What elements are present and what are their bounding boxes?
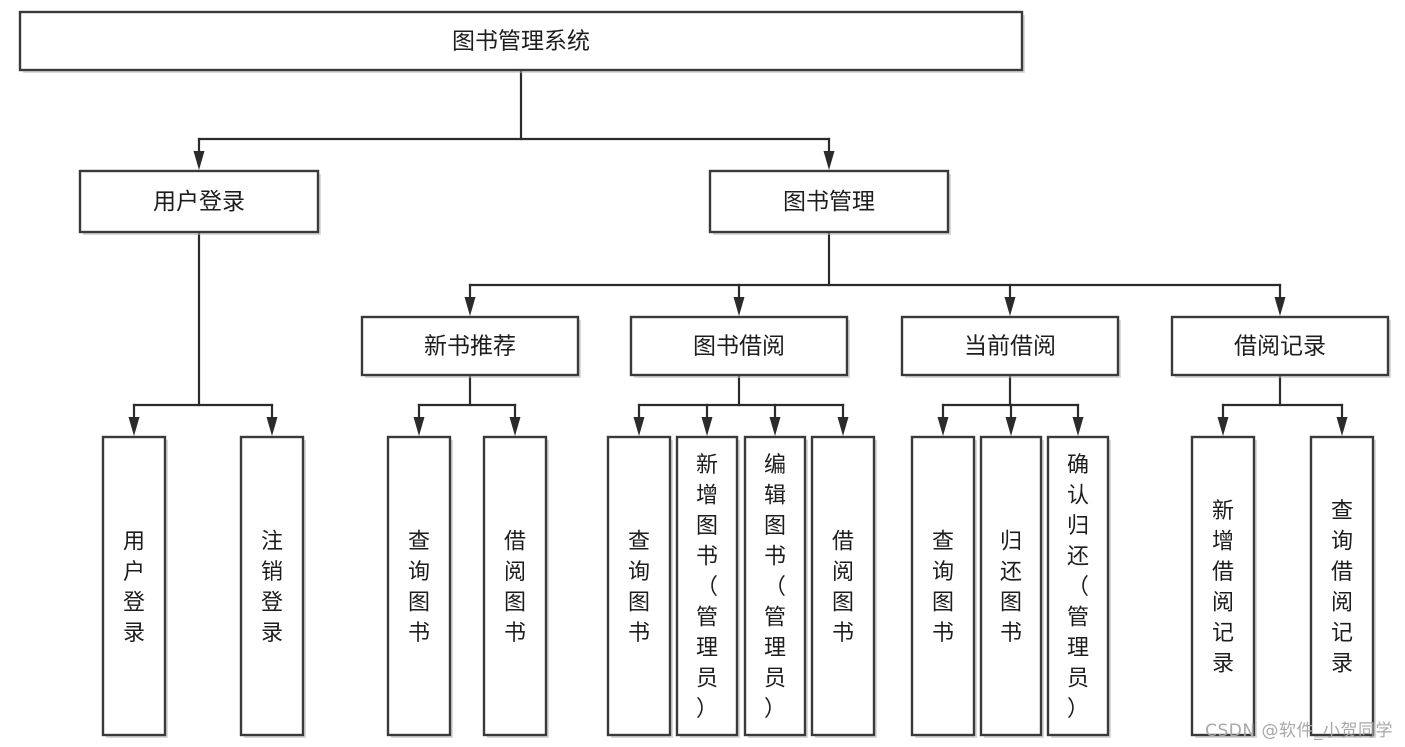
arrow-head-icon xyxy=(633,417,645,436)
node-rect[interactable] xyxy=(101,435,167,737)
watermark-text: CSDN @软件_小贺同学 xyxy=(1205,721,1393,741)
node-current-borrow[interactable]: 当前借阅 xyxy=(900,315,1121,378)
arrow-head-icon xyxy=(1336,417,1348,436)
node-label: 新书推荐 xyxy=(424,334,516,360)
node-label: 借阅图书 xyxy=(832,529,854,646)
node-label: 用户登录 xyxy=(123,529,145,646)
node-rect[interactable] xyxy=(360,315,580,377)
node-leaf-bb-add[interactable]: 新增图书（管理员） xyxy=(675,435,740,738)
node-label: 归还图书 xyxy=(1000,529,1022,646)
node-leaf-br-query[interactable]: 查询借阅记录 xyxy=(1309,435,1376,738)
node-label: 当前借阅 xyxy=(964,334,1056,360)
node-user-login[interactable]: 用户登录 xyxy=(78,169,321,235)
arrow-head-icon xyxy=(1072,417,1084,436)
arrow-head-icon xyxy=(1005,417,1017,436)
node-leaf-rec-query[interactable]: 查询图书 xyxy=(386,435,453,738)
node-rect[interactable] xyxy=(606,435,672,737)
arrow-head-icon xyxy=(128,417,140,436)
node-rect[interactable] xyxy=(810,435,876,737)
node-rect[interactable] xyxy=(1170,315,1390,377)
node-label: 新增图书（管理员） xyxy=(696,453,718,722)
node-book-borrow[interactable]: 图书借阅 xyxy=(629,315,850,378)
node-label: 借阅记录 xyxy=(1234,334,1326,360)
arrow-head-icon xyxy=(266,417,278,436)
arrow-head-icon xyxy=(823,151,835,170)
node-rect[interactable] xyxy=(78,169,320,234)
node-rect[interactable] xyxy=(979,435,1043,737)
node-label: 编辑图书（管理员） xyxy=(764,453,786,722)
arrow-head-icon xyxy=(701,417,713,436)
arrow-head-icon xyxy=(509,417,521,436)
node-leaf-cb-query[interactable]: 查询图书 xyxy=(910,435,977,738)
node-borrow-record[interactable]: 借阅记录 xyxy=(1170,315,1391,378)
nodes-layer: 图书管理系统用户登录图书管理新书推荐图书借阅当前借阅借阅记录用户登录注销登录查询… xyxy=(18,10,1391,738)
node-leaf-cb-confirm[interactable]: 确认归还（管理员） xyxy=(1046,435,1111,738)
node-label: 查询图书 xyxy=(408,529,430,646)
node-new-book-rec[interactable]: 新书推荐 xyxy=(360,315,581,378)
node-label: 确认归还（管理员） xyxy=(1067,453,1089,722)
node-leaf-rec-borrow[interactable]: 借阅图书 xyxy=(482,435,549,738)
node-leaf-bb-borrow[interactable]: 借阅图书 xyxy=(810,435,877,738)
node-rect[interactable] xyxy=(482,435,548,737)
node-rect[interactable] xyxy=(900,315,1120,377)
node-label: 借阅图书 xyxy=(504,529,526,646)
node-leaf-bb-edit[interactable]: 编辑图书（管理员） xyxy=(743,435,808,738)
node-leaf-bb-query[interactable]: 查询图书 xyxy=(606,435,673,738)
connectors-layer xyxy=(128,68,1348,436)
arrow-head-icon xyxy=(1217,417,1229,436)
node-leaf-br-add[interactable]: 新增借阅记录 xyxy=(1190,435,1257,738)
arrow-head-icon xyxy=(464,297,476,316)
arrow-head-icon xyxy=(413,417,425,436)
node-leaf-user-logout[interactable]: 注销登录 xyxy=(239,435,306,738)
node-label: 查询图书 xyxy=(628,529,650,646)
node-rect[interactable] xyxy=(910,435,976,737)
arrow-head-icon xyxy=(1274,297,1286,316)
node-rect[interactable] xyxy=(708,169,950,234)
node-rect[interactable] xyxy=(386,435,452,737)
node-leaf-user-login[interactable]: 用户登录 xyxy=(101,435,168,738)
node-rect[interactable] xyxy=(1046,435,1110,737)
node-rect[interactable] xyxy=(1309,435,1375,737)
node-label: 图书借阅 xyxy=(693,334,785,360)
node-leaf-cb-return[interactable]: 归还图书 xyxy=(979,435,1044,738)
node-rect[interactable] xyxy=(1190,435,1256,737)
node-label: 用户登录 xyxy=(153,189,245,215)
arrow-head-icon xyxy=(937,417,949,436)
node-rect[interactable] xyxy=(18,10,1024,72)
arrow-head-icon xyxy=(1004,297,1016,316)
node-label: 新增借阅记录 xyxy=(1212,499,1234,677)
node-label: 查询图书 xyxy=(932,529,954,646)
node-rect[interactable] xyxy=(675,435,739,737)
node-root[interactable]: 图书管理系统 xyxy=(18,10,1025,73)
node-label: 查询借阅记录 xyxy=(1331,499,1353,677)
node-label: 注销登录 xyxy=(261,529,283,646)
node-rect[interactable] xyxy=(629,315,849,377)
arrow-head-icon xyxy=(193,151,205,170)
node-rect[interactable] xyxy=(743,435,807,737)
arrow-head-icon xyxy=(769,417,781,436)
node-label: 图书管理系统 xyxy=(452,29,590,55)
arrow-head-icon xyxy=(733,297,745,316)
node-book-manage[interactable]: 图书管理 xyxy=(708,169,951,235)
node-label: 图书管理 xyxy=(783,189,875,215)
node-rect[interactable] xyxy=(239,435,305,737)
arrow-head-icon xyxy=(837,417,849,436)
